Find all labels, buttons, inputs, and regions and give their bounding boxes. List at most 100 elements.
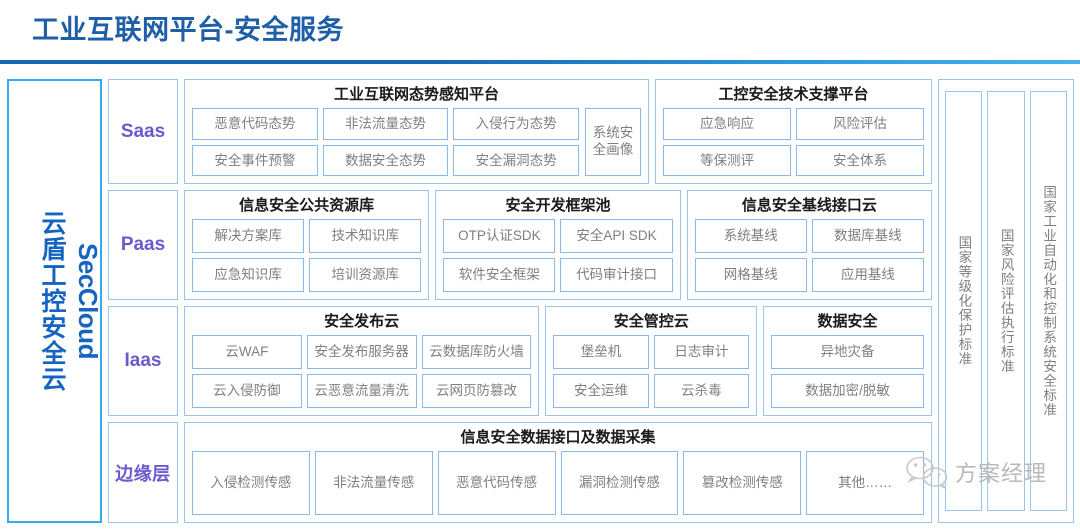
service-cell[interactable]: 软件安全框架 [443, 258, 556, 292]
brand-panel: 云盾工控安全云 SecCloud [7, 79, 102, 523]
service-cell[interactable]: 风险评估 [795, 108, 924, 140]
group-cell-grid: 堡垒机日志审计安全运维云杀毒 [553, 335, 750, 408]
group-body: 入侵检测传感非法流量传感恶意代码传感漏洞检测传感篡改检测传感其他…… [192, 451, 924, 515]
standards-panel: 国家等级化保护标准 国家风险评估执行标准 国家工业自动化和控制系统安全标准 [938, 79, 1074, 523]
service-cell[interactable]: 技术知识库 [309, 219, 422, 254]
group-body: 堡垒机日志审计安全运维云杀毒 [553, 335, 750, 408]
service-cell[interactable]: 安全漏洞态势 [453, 144, 579, 176]
service-cell[interactable]: 云杀毒 [653, 374, 750, 408]
service-cell[interactable]: 云WAF [192, 335, 302, 370]
brand-label-en: SecCloud [72, 243, 103, 359]
group-cell-grid: 解决方案库技术知识库应急知识库培训资源库 [192, 219, 422, 292]
service-cell[interactable]: 网格基线 [694, 258, 807, 292]
service-cell[interactable]: 日志审计 [653, 335, 750, 370]
service-cell[interactable]: 数据库基线 [811, 219, 924, 254]
service-cell[interactable]: 数据安全态势 [322, 144, 449, 176]
service-cell[interactable]: OTP认证SDK [443, 219, 556, 254]
group-tall-cell-slot: 系统安全画像 [584, 108, 641, 176]
service-cell[interactable]: 恶意代码传感 [437, 451, 556, 515]
service-cell[interactable]: 云入侵防御 [192, 374, 302, 408]
service-cell[interactable]: 安全运维 [553, 374, 649, 408]
service-cell[interactable]: 其他…… [806, 451, 924, 515]
service-cell[interactable]: 非法流量态势 [322, 108, 449, 140]
standard-label: 国家工业自动化和控制系统安全标准 [1041, 185, 1057, 417]
group-card: 工控安全技术支撑平台应急响应风险评估等保测评安全体系 [654, 79, 932, 184]
standard-column-1[interactable]: 国家等级化保护标准 [945, 91, 983, 511]
service-cell[interactable]: 系统基线 [694, 219, 807, 254]
tier-row-edge: 边缘层信息安全数据接口及数据采集入侵检测传感非法流量传感恶意代码传感漏洞检测传感… [108, 422, 932, 523]
tier-label-4[interactable]: 边缘层 [108, 422, 178, 523]
group-cell-grid: 恶意代码态势非法流量态势入侵行为态势安全事件预警数据安全态势安全漏洞态势 [192, 108, 579, 176]
group-card: 工业互联网态势感知平台恶意代码态势非法流量态势入侵行为态势安全事件预警数据安全态… [184, 79, 649, 184]
service-cell[interactable]: 入侵检测传感 [192, 451, 310, 515]
service-cell[interactable]: 应急知识库 [192, 258, 305, 292]
group-body: 恶意代码态势非法流量态势入侵行为态势安全事件预警数据安全态势安全漏洞态势系统安全… [192, 108, 641, 176]
service-cell-tall[interactable]: 系统安全画像 [584, 108, 641, 176]
standard-column-2[interactable]: 国家风险评估执行标准 [987, 91, 1025, 511]
service-cell[interactable]: 安全发布服务器 [306, 335, 417, 370]
tier-label-2[interactable]: Paas [108, 190, 178, 300]
group-card: 信息安全公共资源库解决方案库技术知识库应急知识库培训资源库 [184, 190, 430, 300]
service-cell[interactable]: 异地灾备 [771, 335, 924, 370]
standard-column-3[interactable]: 国家工业自动化和控制系统安全标准 [1029, 91, 1067, 511]
service-cell[interactable]: 应急响应 [662, 108, 791, 140]
service-cell[interactable]: 堡垒机 [553, 335, 649, 370]
service-cell[interactable]: 应用基线 [811, 258, 924, 292]
group-body: 系统基线数据库基线网格基线应用基线 [694, 219, 924, 292]
tier-label-1[interactable]: Saas [108, 79, 178, 184]
standard-label: 国家风险评估执行标准 [998, 228, 1014, 374]
service-cell[interactable]: 等保测评 [662, 144, 791, 176]
service-cell[interactable]: 云恶意流量清洗 [306, 374, 417, 408]
group-body: 异地灾备数据加密/脱敏 [771, 335, 924, 408]
service-cell[interactable]: 云网页防篡改 [421, 374, 532, 408]
tier-groups: 信息安全数据接口及数据采集入侵检测传感非法流量传感恶意代码传感漏洞检测传感篡改检… [184, 422, 932, 523]
group-cell-grid: 入侵检测传感非法流量传感恶意代码传感漏洞检测传感篡改检测传感其他…… [192, 451, 924, 515]
group-title: 信息安全公共资源库 [239, 197, 375, 214]
service-cell[interactable]: 培训资源库 [309, 258, 422, 292]
group-card: 信息安全基线接口云系统基线数据库基线网格基线应用基线 [686, 190, 932, 300]
group-body: 应急响应风险评估等保测评安全体系 [662, 108, 924, 176]
group-cell-grid: 系统基线数据库基线网格基线应用基线 [694, 219, 924, 292]
group-title: 工业互联网态势感知平台 [333, 86, 499, 103]
service-cell[interactable]: 数据加密/脱敏 [771, 374, 924, 408]
service-cell[interactable]: 恶意代码态势 [192, 108, 318, 140]
group-card: 安全管控云堡垒机日志审计安全运维云杀毒 [545, 306, 758, 416]
service-cell[interactable]: 非法流量传感 [314, 451, 433, 515]
service-cell[interactable]: 代码审计接口 [560, 258, 673, 292]
service-cell[interactable]: 安全体系 [795, 144, 924, 176]
title-divider-rule [0, 60, 1080, 64]
service-cell[interactable]: 解决方案库 [192, 219, 305, 254]
tier-groups: 工业互联网态势感知平台恶意代码态势非法流量态势入侵行为态势安全事件预警数据安全态… [184, 79, 932, 184]
service-cell[interactable]: 云数据库防火墙 [421, 335, 532, 370]
tier-label-3[interactable]: Iaas [108, 306, 178, 416]
group-cell-grid: 异地灾备数据加密/脱敏 [771, 335, 924, 408]
group-cell-grid: 应急响应风险评估等保测评安全体系 [662, 108, 924, 176]
group-title: 数据安全 [817, 313, 878, 330]
service-cell[interactable]: 漏洞检测传感 [560, 451, 679, 515]
brand-label-cn: 云盾工控安全云 [38, 210, 66, 392]
page-title: 工业互联网平台-安全服务 [32, 15, 344, 45]
service-cell[interactable]: 入侵行为态势 [453, 108, 579, 140]
group-title: 安全管控云 [613, 313, 689, 330]
group-body: 解决方案库技术知识库应急知识库培训资源库 [192, 219, 422, 292]
standard-label: 国家等级化保护标准 [956, 235, 972, 367]
service-cell[interactable]: 篡改检测传感 [683, 451, 802, 515]
brand-panel-text: 云盾工控安全云 SecCloud [9, 81, 103, 521]
group-title: 工控安全技术支撑平台 [718, 86, 869, 103]
group-card: 信息安全数据接口及数据采集入侵检测传感非法流量传感恶意代码传感漏洞检测传感篡改检… [184, 422, 932, 523]
service-cell[interactable]: 安全事件预警 [192, 144, 318, 176]
group-title: 安全发布云 [324, 313, 400, 330]
service-cell[interactable]: 安全API SDK [560, 219, 673, 254]
